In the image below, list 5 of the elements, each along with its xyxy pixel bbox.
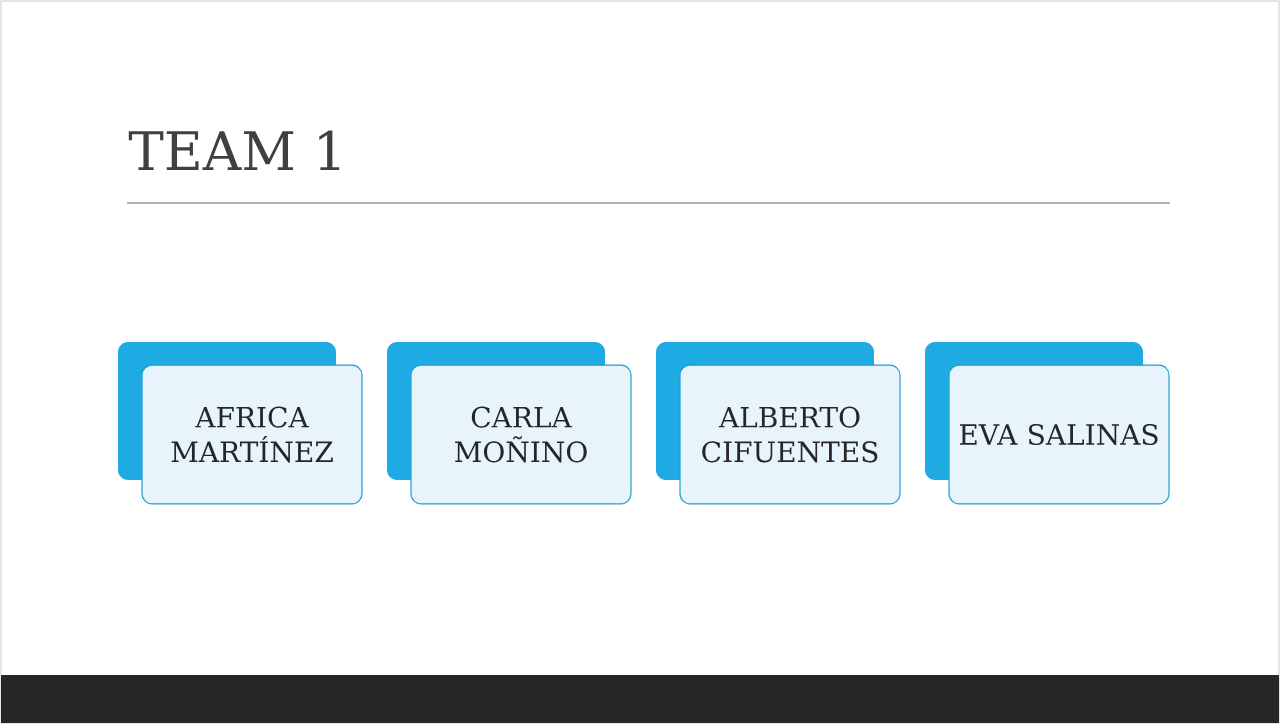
- name-card: AFRICA MARTÍNEZ: [118, 342, 363, 505]
- name-card: EVA SALINAS: [925, 342, 1170, 505]
- slide-title: TEAM 1: [128, 130, 340, 170]
- name-card: ALBERTO CIFUENTES: [656, 342, 901, 505]
- name-card: CARLA MOÑINO: [387, 342, 632, 505]
